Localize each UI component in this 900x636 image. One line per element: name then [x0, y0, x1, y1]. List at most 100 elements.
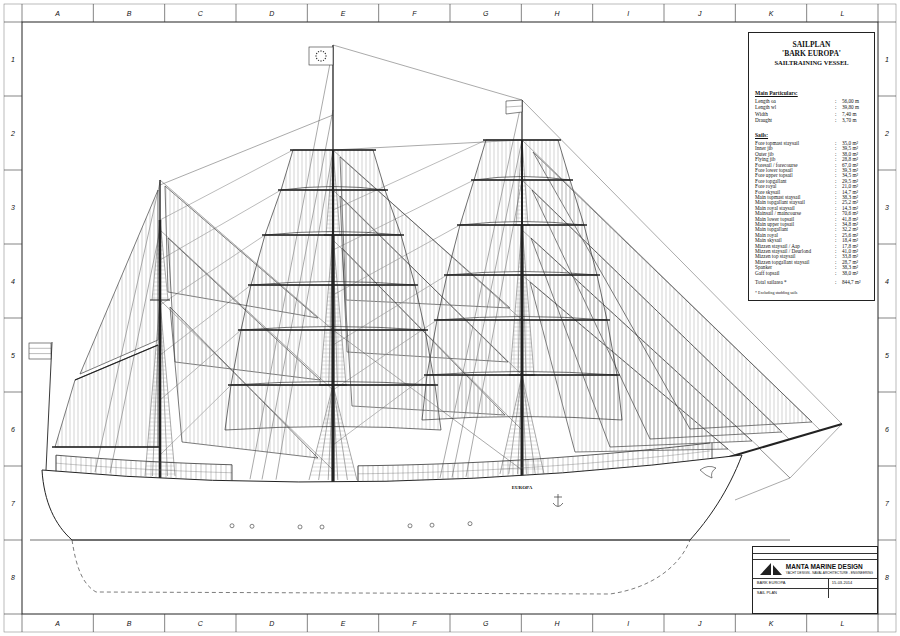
bobstay	[790, 424, 842, 478]
stanchion	[81, 457, 82, 473]
table-cell: Length wl	[755, 105, 776, 110]
stanchion	[488, 462, 489, 478]
grid-tick	[878, 4, 879, 22]
stanchion	[473, 463, 474, 479]
grid-tick	[878, 614, 879, 632]
rule-line	[753, 588, 877, 589]
grid-tick	[378, 4, 379, 22]
grid-reference: 2	[884, 130, 890, 137]
mizzen-mast	[159, 220, 162, 478]
rail	[358, 451, 710, 474]
rule-line	[753, 553, 877, 554]
stanchion	[693, 445, 694, 461]
section-heading: Main Particulars:	[755, 91, 798, 97]
stanchion	[483, 462, 484, 478]
stanchion	[643, 450, 644, 466]
flag-star	[320, 50, 321, 51]
stanchion	[513, 460, 514, 476]
stanchion	[518, 460, 519, 476]
grid-tick	[164, 614, 165, 632]
flag-star	[315, 55, 316, 56]
underwater-hull	[72, 540, 690, 594]
stanchion	[76, 457, 77, 473]
grid-reference: H	[553, 620, 560, 627]
grid-tick	[878, 22, 896, 23]
stanchion	[111, 459, 112, 475]
yard	[248, 284, 418, 285]
stanchion	[56, 455, 57, 471]
stanchion	[683, 446, 684, 462]
stanchion	[358, 466, 359, 482]
stanchion	[558, 457, 559, 473]
yard	[238, 329, 428, 330]
rail	[358, 443, 710, 466]
grid-tick	[4, 466, 22, 467]
stanchion	[618, 453, 619, 469]
grid-tick	[878, 96, 896, 97]
stanchion	[468, 463, 469, 479]
flag-star	[318, 60, 319, 61]
table-cell: Draught	[755, 118, 772, 123]
stanchion	[136, 461, 137, 477]
table-cell: Total sailarea *	[755, 280, 787, 285]
stanchion	[613, 453, 614, 469]
flag-star	[323, 60, 324, 61]
stanchion	[578, 456, 579, 472]
grid-tick	[4, 96, 22, 97]
particulars-table: SAILPLAN'BARK EUROPA'SAILTRAINING VESSEL…	[748, 32, 875, 301]
mast-top	[150, 300, 170, 301]
rail	[56, 455, 232, 465]
stanchion	[86, 457, 87, 473]
grid-tick	[4, 244, 22, 245]
stanchion	[538, 459, 539, 475]
flag-star	[316, 58, 317, 59]
stanchion	[658, 449, 659, 465]
title-heading: SAILPLAN	[793, 41, 831, 49]
stanchion	[358, 466, 359, 482]
grid-reference: J	[697, 620, 703, 627]
shroud	[333, 150, 334, 235]
stanchion	[673, 447, 674, 463]
table-cell: :	[835, 105, 836, 110]
stanchion	[232, 465, 233, 481]
stanchion	[201, 464, 202, 480]
stanchion	[186, 463, 187, 479]
section-heading: Sails:	[755, 133, 768, 139]
grid-reference: 4	[10, 278, 16, 285]
stanchion	[378, 466, 379, 482]
stanchion	[438, 464, 439, 480]
stanchion	[608, 453, 609, 469]
stanchion	[433, 464, 434, 480]
table-cell: 844,7 m²	[842, 280, 861, 285]
drawing-frame	[22, 22, 878, 614]
stanchion	[166, 462, 167, 478]
company-logo	[757, 562, 783, 576]
yard	[262, 234, 404, 235]
grid-tick	[735, 614, 736, 632]
grid-tick	[4, 22, 22, 23]
grid-reference: B	[126, 10, 133, 17]
stanchion	[96, 458, 97, 474]
grid-reference: D	[268, 620, 275, 627]
grid-reference: F	[411, 10, 417, 17]
grid-reference: J	[697, 10, 703, 17]
grid-reference: 8	[10, 574, 16, 581]
stanchion	[533, 459, 534, 475]
grid-tick	[878, 170, 896, 171]
grid-reference: A	[54, 10, 61, 17]
grid-tick	[878, 392, 896, 393]
stanchion	[171, 463, 172, 479]
stanchion	[388, 465, 389, 481]
grid-tick	[450, 4, 451, 22]
grid-reference: 5	[884, 352, 890, 359]
rail	[56, 463, 232, 473]
flag-star	[316, 53, 317, 54]
stanchion	[423, 464, 424, 480]
stanchion	[161, 462, 162, 478]
grid-reference: L	[839, 620, 845, 627]
title-heading: SAILTRAINING VESSEL	[774, 60, 848, 67]
grid-reference: 7	[884, 500, 890, 507]
martingale	[760, 449, 790, 478]
grid-reference: E	[340, 620, 347, 627]
porthole	[230, 524, 234, 528]
